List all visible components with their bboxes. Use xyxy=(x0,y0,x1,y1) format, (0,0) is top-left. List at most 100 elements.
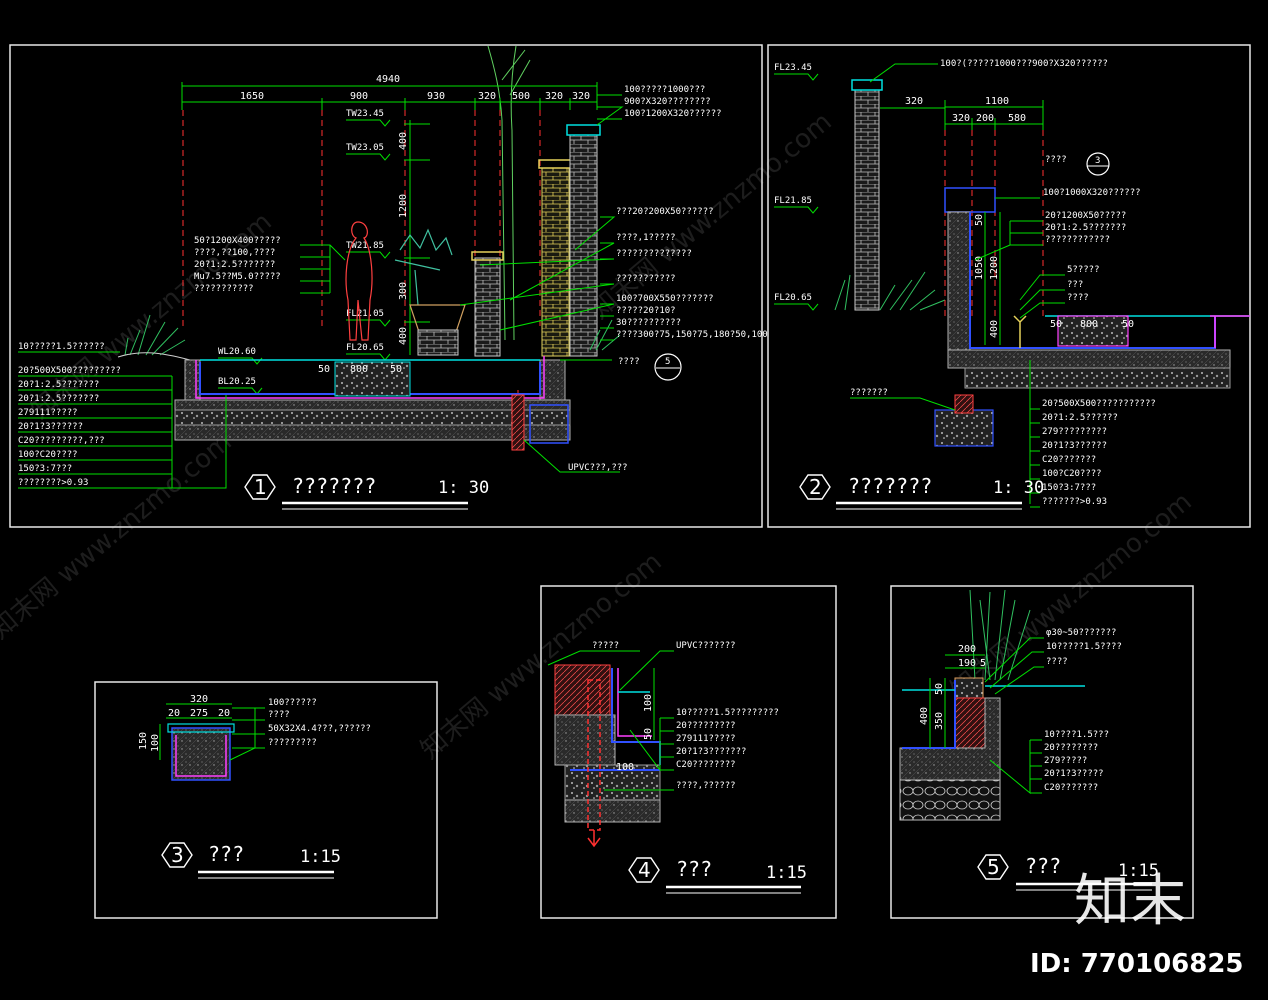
detail-scale: 1: 30 xyxy=(993,478,1044,498)
dim-label: 50 xyxy=(974,214,985,226)
note-text: ????? xyxy=(592,641,619,651)
dim-label: 800 xyxy=(350,364,368,375)
note-text: 20?1?3??????? xyxy=(676,747,746,757)
dim-label: 20 xyxy=(168,708,180,719)
note-text: C20??????? xyxy=(1044,783,1098,793)
callout-number: 5 xyxy=(665,357,670,367)
note-text: 20?1:2.5??????? xyxy=(1045,223,1126,233)
detail-1-bottom-left-notes: 10?????1.5?????? 20?500X500????????? 20?… xyxy=(18,342,227,489)
detail-title: ??? xyxy=(676,857,712,881)
dim-label: 50 xyxy=(318,364,330,375)
low-wall xyxy=(417,329,459,356)
tall-brick-wall xyxy=(854,89,880,311)
pillar xyxy=(474,257,501,357)
detail-4-panel: 100 50 100 ????? UPVC??????? 10?????1.5?… xyxy=(540,585,837,919)
note-text: ????????>0.93 xyxy=(18,478,88,488)
detail-2-right-notes: ???? 3 100?1000X320?????? 20?1200X50????… xyxy=(974,152,1141,319)
note-text: UPVC??????? xyxy=(676,641,736,651)
dim-label: 200 xyxy=(958,644,976,655)
detail-title: ??????? xyxy=(848,474,932,498)
detail-number: 1 xyxy=(254,475,267,499)
detail-title: ??? xyxy=(1025,854,1061,878)
base-slab xyxy=(564,799,661,823)
detail-4-notes: ????? UPVC??????? 10?????1.5????????? 20… xyxy=(547,641,779,791)
note-text: ???20?200X50?????? xyxy=(616,207,714,217)
wall-hatched xyxy=(554,664,611,716)
dim-label: 350 xyxy=(934,712,945,730)
note-text: ??? xyxy=(1067,280,1083,290)
dim-label: 320 xyxy=(478,91,496,102)
dim-label: 1200 xyxy=(989,256,1000,280)
detail-2-grid-lines xyxy=(944,130,1044,320)
note-text: 5????? xyxy=(1067,265,1100,275)
note-text: ???????????? xyxy=(1045,235,1110,245)
note-text: ???? xyxy=(1067,293,1089,303)
note-text: ???????>0.93 xyxy=(1042,497,1107,507)
note-text: 20?1:2.5??????? xyxy=(18,380,99,390)
dim-label: 1050 xyxy=(974,256,985,280)
dim-label: 50 xyxy=(1050,319,1062,330)
note-text: φ30~50??????? xyxy=(1046,628,1116,638)
detail-2-panel: FL23.45 FL21.85 FL20.65 100?(?????1000??… xyxy=(767,44,1251,528)
note-text: ???? xyxy=(1045,155,1067,165)
note-text: 100?700X550??????? xyxy=(616,294,714,304)
dim-label: 20 xyxy=(218,708,230,719)
dim-label: 275 xyxy=(190,708,208,719)
dim-label: 320 xyxy=(572,91,590,102)
note-text: ??????????? xyxy=(616,274,676,284)
detail-title: ??? xyxy=(208,842,244,866)
note-text: 20?1?3?????? xyxy=(1042,441,1107,451)
note-text: 100?C20???? xyxy=(1042,469,1102,479)
pipe-box xyxy=(529,404,569,444)
level-mark: FL20.65 xyxy=(346,343,384,353)
detail-number: 3 xyxy=(171,843,184,867)
note-text: ????,??100,???? xyxy=(194,248,275,258)
note-text: 10?????1.5?????? xyxy=(18,342,105,352)
dim-label: 100 xyxy=(643,694,654,712)
detail-3-title-block: 3 ??? 1:15 xyxy=(161,842,341,879)
note-text: ????,?????? xyxy=(676,781,736,791)
callout-circle xyxy=(654,353,682,381)
dim-label: 900 xyxy=(350,91,368,102)
dim-label: 50 xyxy=(643,728,654,740)
note-text: ??????????? xyxy=(194,284,254,294)
detail-5-notes: φ30~50??????? 10?????1.5???? ???? 10????… xyxy=(984,628,1122,795)
pillar xyxy=(569,134,598,357)
dim-label: 150 xyxy=(138,732,149,750)
dim-label: 580 xyxy=(1008,113,1026,124)
pool-edge-2 xyxy=(1210,315,1250,348)
drain-pipe xyxy=(511,394,525,451)
detail-number: 4 xyxy=(638,858,651,882)
dim-label: 1100 xyxy=(985,96,1009,107)
dim-label: 320 xyxy=(952,113,970,124)
nozzle xyxy=(1013,315,1027,348)
detail-title: ??????? xyxy=(292,474,376,498)
note-text: ?????????????? xyxy=(616,249,692,259)
level-mark: TW21.85 xyxy=(346,241,384,251)
detail-1-frame xyxy=(9,44,763,528)
membrane-5 xyxy=(902,680,956,749)
note-text: 20?1:2.5??????? xyxy=(18,394,99,404)
note-text: 279111????? xyxy=(676,734,736,744)
dim-label: 1200 xyxy=(398,194,409,218)
note-text: 150?3:7??? xyxy=(18,464,72,474)
pool-wall-left xyxy=(184,359,201,401)
note-text: 20???????? xyxy=(1044,743,1098,753)
detail-3-panel: 320 20 275 20 150 100 100?????? ???? 50X… xyxy=(94,681,438,919)
brand-logo: 知末 xyxy=(1074,869,1186,934)
dim-label: 50 xyxy=(1122,319,1134,330)
level-mark: FL21.85 xyxy=(774,196,812,206)
detail-1-levels: TW23.45 TW23.05 TW21.85 FL21.05 FL20.65 … xyxy=(218,109,391,395)
pool-gravel-2 xyxy=(964,367,1231,389)
dim-label: 930 xyxy=(427,91,445,102)
pool-gravel xyxy=(174,409,571,426)
detail-2-top-dimensions: 100?(?????1000???900?X320?????? 320 1100… xyxy=(869,59,1108,130)
central-pad-2 xyxy=(1057,315,1129,347)
pool-base-2 xyxy=(947,349,1231,369)
note-text: 900?X320???????? xyxy=(624,97,711,107)
detail-2-bottom-notes: 20?500X500??????????? 20?1:2.5?????? 279… xyxy=(850,360,1156,508)
detail-1-vertical-dimensions: 400 1200 300 400 xyxy=(398,120,430,355)
detail-2-title-block: 2 ??????? 1: 30 xyxy=(799,474,1044,510)
stone-base xyxy=(899,779,1001,821)
